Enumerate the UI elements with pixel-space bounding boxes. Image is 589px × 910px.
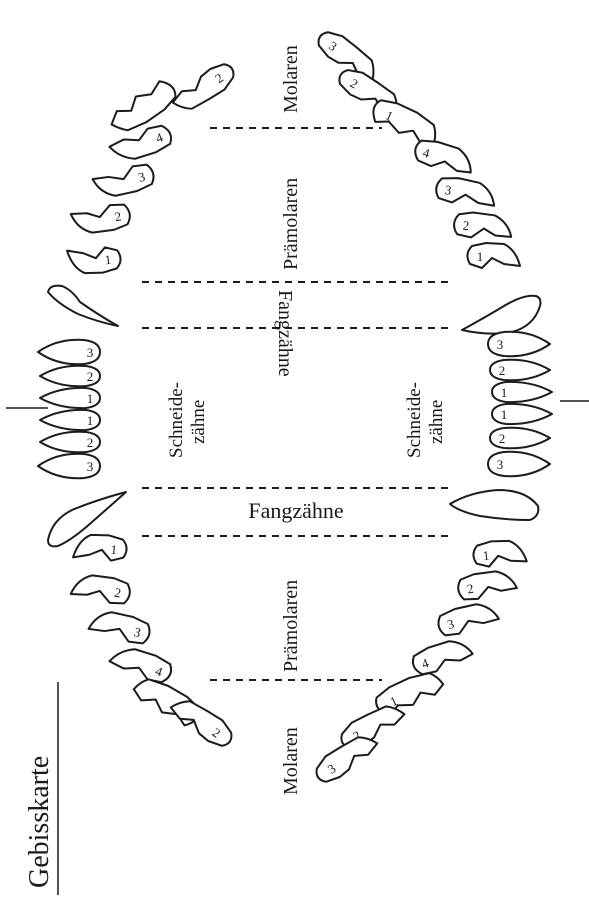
tooth-number: 1: [482, 548, 490, 564]
tooth-number: 2: [113, 585, 122, 601]
tooth-lower-top-canine: [461, 294, 542, 335]
lower-jaw: 3 2 1 4 3 2 1 3: [315, 31, 553, 783]
tooth-lower-bottom-premolar-1: 1: [472, 539, 528, 568]
tooth-number: 1: [87, 391, 94, 406]
tooth-upper-top-premolar-4: 4: [108, 124, 173, 160]
label-praemolaren-bottom: Prämolaren: [280, 580, 302, 672]
tooth-number: 3: [444, 182, 453, 198]
tooth-upper-bottom-premolar-3: 3: [87, 611, 151, 645]
tooth-lower-incisor-l2: 2: [489, 426, 551, 450]
tooth-lower-incisor-r3: 3: [487, 330, 551, 358]
tooth-upper-incisor-r3: 3: [37, 338, 101, 366]
tooth-lower-incisor-l1: 1: [491, 402, 553, 426]
tooth-number: 2: [87, 369, 94, 384]
tooth-number: 2: [87, 435, 94, 450]
tooth-lower-bottom-molar-3: 3: [315, 736, 379, 783]
tooth-upper-incisor-r2: 2: [39, 364, 101, 388]
tooth-lower-incisor-r2: 2: [489, 358, 551, 382]
tooth-upper-bottom-premolar-1: 1: [72, 533, 128, 562]
tooth-number: 3: [132, 624, 142, 640]
tooth-lower-top-molar-3: 3: [317, 31, 375, 82]
tooth-number: 1: [110, 542, 118, 558]
tooth-lower-top-premolar-2: 2: [453, 211, 513, 239]
tooth-number: 2: [462, 218, 470, 234]
tooth-upper-incisor-r1: 1: [39, 386, 101, 410]
tooth-upper-top-premolar-1: 1: [66, 246, 122, 275]
tooth-upper-top-canine: [47, 284, 119, 327]
chart-title: Gebisskarte: [24, 756, 55, 888]
tooth-number: 2: [499, 363, 506, 378]
tooth-number: 1: [501, 385, 508, 400]
tooth-number: 4: [421, 145, 432, 161]
tooth-number: 4: [154, 129, 166, 145]
tooth-number: 1: [501, 407, 508, 422]
tooth-upper-bottom-premolar-2: 2: [69, 574, 131, 605]
tooth-lower-incisor-l3: 3: [487, 450, 551, 478]
label-fangzaehne-top: Fangzähne: [274, 290, 296, 377]
label-schneide-upper: Schneide-: [166, 382, 187, 458]
region-labels: Molaren Prämolaren Fangzähne Schneide- z…: [166, 45, 447, 795]
tooth-lower-bottom-premolar-2: 2: [457, 570, 518, 601]
tooth-lower-bottom-premolar-3: 3: [437, 603, 500, 637]
label-zaehne-lower: zähne: [426, 400, 447, 444]
tooth-lower-top-molar-1: 1: [372, 99, 437, 145]
tooth-number: 1: [104, 252, 112, 268]
region-separators: [142, 127, 450, 681]
upper-jaw: 2 4 3 2 1 3 2: [37, 63, 235, 747]
label-molaren-top: Molaren: [280, 45, 302, 113]
tooth-number: 4: [153, 663, 165, 679]
tooth-upper-incisor-l2: 2: [39, 430, 101, 454]
title-group: Gebisskarte: [24, 682, 59, 895]
label-praemolaren-top: Prämolaren: [280, 178, 302, 270]
tooth-lower-top-premolar-1: 1: [466, 242, 521, 269]
tooth-number: 3: [87, 345, 94, 360]
label-zaehne-upper: zähne: [188, 400, 209, 444]
tooth-upper-bottom-canine: [47, 491, 127, 548]
tooth-number: 3: [497, 337, 504, 352]
tooth-number: 3: [87, 459, 94, 474]
tooth-upper-incisor-l3: 3: [37, 452, 101, 480]
tooth-upper-top-premolar-3: 3: [91, 163, 155, 197]
tooth-number: 3: [497, 457, 504, 472]
label-molaren-bottom: Molaren: [280, 727, 302, 795]
tooth-lower-top-premolar-3: 3: [435, 177, 496, 207]
tooth-number: 3: [446, 616, 456, 632]
tooth-upper-top-premolar-2: 2: [69, 203, 131, 234]
tooth-lower-incisor-r1: 1: [491, 380, 553, 404]
label-schneide-lower: Schneide-: [404, 382, 425, 458]
tooth-upper-bottom-premolar-4: 4: [108, 648, 173, 684]
tooth-lower-top-premolar-4: 4: [414, 139, 472, 174]
tooth-upper-top-molar-2: 2: [171, 63, 235, 110]
tooth-upper-top-molar-1: [110, 80, 177, 132]
tooth-number: 1: [87, 413, 94, 428]
tooth-upper-incisor-l1: 1: [39, 408, 101, 432]
tooth-lower-bottom-premolar-4: 4: [411, 640, 474, 676]
tooth-number: 1: [477, 249, 484, 264]
tooth-number: 2: [466, 581, 475, 597]
tooth-number: 4: [419, 655, 431, 671]
tooth-number: 2: [499, 431, 506, 446]
tooth-lower-bottom-canine: [449, 489, 540, 521]
tooth-number: 3: [137, 169, 147, 185]
tooth-number: 2: [113, 208, 122, 224]
tooth-upper-bottom-molar-2: 2: [169, 700, 233, 747]
label-fangzaehne-bottom: Fangzähne: [248, 498, 343, 523]
